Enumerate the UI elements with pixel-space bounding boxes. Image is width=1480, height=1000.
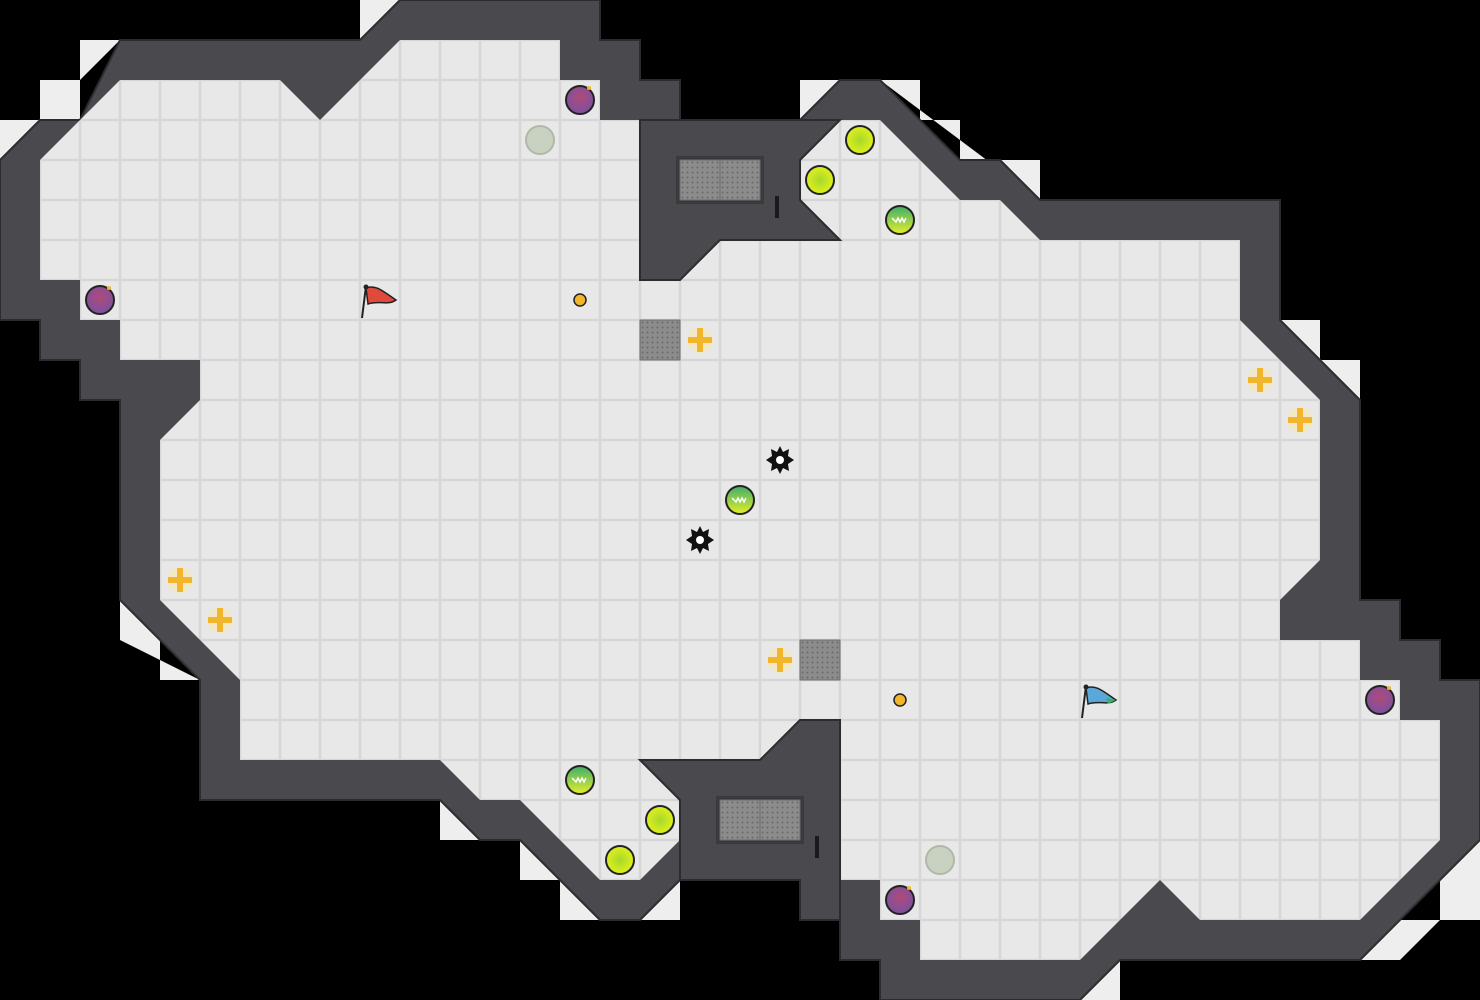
powerup-icon [805, 165, 835, 195]
spike-icon [686, 526, 714, 554]
mini-boosts [573, 293, 907, 707]
boost-icon [167, 567, 193, 593]
red-flag-icon [361, 284, 398, 319]
portals [525, 125, 955, 875]
gate-tiles [639, 159, 841, 858]
boost-icon [1247, 367, 1273, 393]
powerups [605, 125, 875, 875]
portal-icon [525, 125, 555, 155]
team-tile-icon [725, 485, 755, 515]
mini-boost-icon [893, 693, 907, 707]
team-tile-icon [885, 205, 915, 235]
boost-icon [1287, 407, 1313, 433]
gate-switch [815, 836, 819, 858]
gate-switch [775, 196, 779, 218]
spikes [686, 446, 794, 554]
blue-flag-icon [1081, 684, 1118, 719]
portal-icon [925, 845, 955, 875]
bomb-icon [885, 885, 915, 915]
team-tile-icon [565, 765, 595, 795]
bomb-icon [1365, 685, 1395, 715]
spike-icon [766, 446, 794, 474]
powerup-icon [605, 845, 635, 875]
boosts [167, 327, 1313, 673]
bombs [85, 85, 1395, 915]
gate-tile [639, 319, 681, 361]
gate-tile [719, 799, 761, 841]
gate-tile [719, 159, 761, 201]
team-tiles [565, 205, 915, 795]
boost-icon [687, 327, 713, 353]
powerup-icon [645, 805, 675, 835]
gate-tile [799, 639, 841, 681]
boost-icon [767, 647, 793, 673]
bomb-icon [565, 85, 595, 115]
bomb-icon [85, 285, 115, 315]
gate-tile [679, 159, 721, 201]
boost-icon [207, 607, 233, 633]
mini-boost-icon [573, 293, 587, 307]
gate-tile [759, 799, 801, 841]
powerup-icon [845, 125, 875, 155]
